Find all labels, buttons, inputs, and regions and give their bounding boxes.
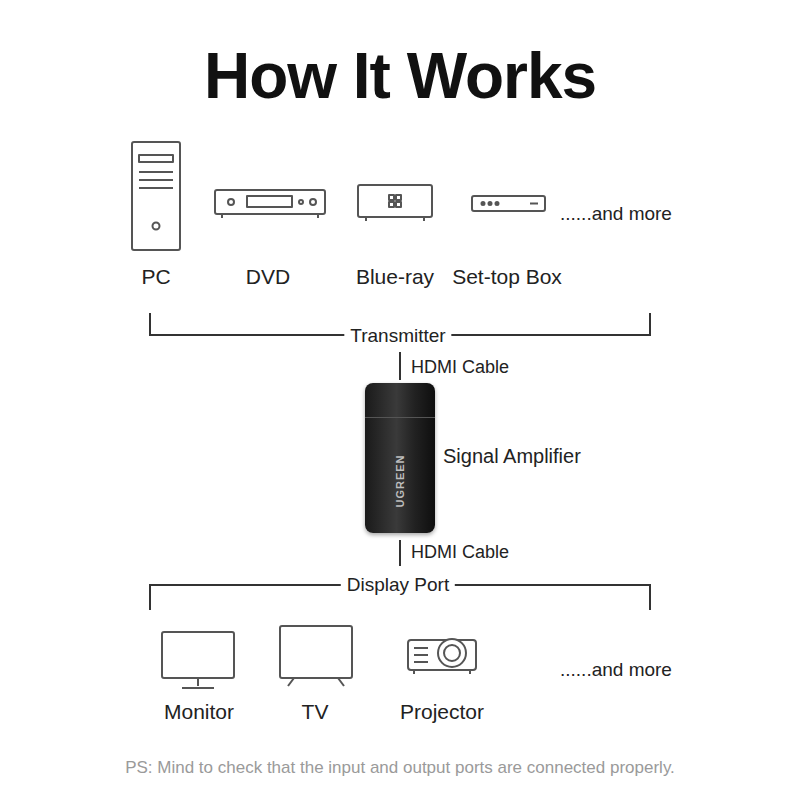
device-label: ......and more — [560, 204, 672, 225]
cable-label: HDMI Cable — [411, 543, 509, 563]
device-name: Signal Amplifier — [443, 445, 581, 467]
device-label: Projector — [400, 700, 484, 723]
brand-logo: UGREEN — [394, 454, 406, 507]
bracket-label: Transmitter — [344, 326, 451, 347]
device-label: Monitor — [164, 700, 234, 723]
device-seam — [365, 417, 435, 418]
device-label: ......and more — [560, 660, 672, 681]
device-label: Set-top Box — [452, 265, 562, 288]
device-label: DVD — [246, 265, 290, 288]
bracket-label: Display Port — [341, 575, 455, 596]
amplifier-device: UGREENSignal Amplifier — [365, 383, 435, 533]
device-label: PC — [141, 265, 170, 288]
device-label: Blue-ray — [356, 265, 434, 288]
diagram-title: How It Works — [204, 41, 596, 111]
device-label: TV — [302, 700, 329, 723]
cable-label: HDMI Cable — [411, 358, 509, 378]
caption-note: PS: Mind to check that the input and out… — [125, 759, 675, 778]
